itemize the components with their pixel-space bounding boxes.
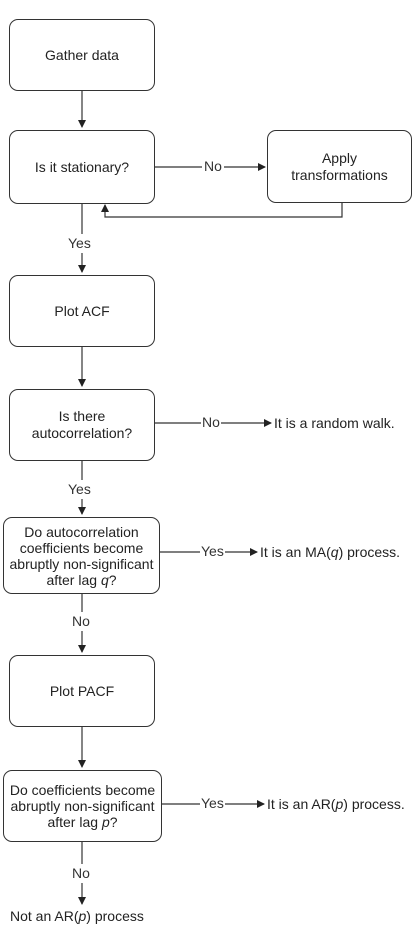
node-ma-check-line4-var: q [100, 571, 109, 588]
node-gather-data: Gather data [9, 19, 155, 91]
node-ma-check-line4-pre: after lag [46, 571, 101, 588]
outcome-ma-var: q [330, 544, 339, 560]
node-apply-transformations-line1: Apply [321, 149, 357, 166]
outcome-ma-post: ) process. [338, 544, 401, 560]
outcome-random-walk: It is a random walk. [274, 415, 395, 432]
node-apply-transformations: Apply transformations [267, 130, 412, 203]
outcome-ar-pre: It is an AR( [267, 796, 336, 812]
node-ar-check-line3-pre: after lag [47, 814, 102, 830]
outcome-ar-process: It is an AR(p) process. [267, 796, 405, 813]
node-apply-transformations-line2: transformations [291, 166, 388, 183]
node-is-stationary-label: Is it stationary? [34, 158, 130, 175]
node-ar-check: Do coefficients become abruptly non-sign… [3, 770, 162, 842]
node-ar-check-line3-var: p [101, 814, 110, 830]
node-is-stationary: Is it stationary? [9, 130, 155, 204]
edge-label-stationary-yes: Yes [68, 234, 91, 253]
outcome-ma-process: It is an MA(q) process. [260, 544, 400, 561]
node-ma-check-line2: coefficients become [19, 539, 144, 556]
node-ma-check: Do autocorrelation coefficients become a… [3, 517, 160, 594]
edge-label-ar-yes: Yes [200, 795, 225, 812]
outcome-random-walk-text: It is a random walk. [274, 415, 395, 431]
arrow-transform-loop [101, 203, 343, 218]
node-ar-check-line2: abruptly non-significant [10, 798, 155, 814]
node-plot-pacf: Plot PACF [9, 655, 155, 727]
node-ar-check-line3-post: ? [109, 814, 118, 830]
node-plot-pacf-label: Plot PACF [49, 682, 115, 699]
edge-label-ma-no: No [72, 612, 90, 631]
edge-label-ar-no: No [72, 864, 90, 883]
node-plot-acf-label: Plot ACF [54, 302, 110, 319]
node-is-autocorrelation-line1: Is there [58, 408, 106, 424]
node-ar-check-line1: Do coefficients become [9, 782, 156, 798]
outcome-not-ar-pre: Not an AR( [10, 908, 79, 924]
outcome-ma-pre: It is an MA( [260, 544, 331, 560]
edge-label-autocorr-no: No [201, 414, 221, 431]
outcome-not-ar-var: p [78, 908, 87, 924]
edge-label-ma-yes: Yes [200, 543, 225, 560]
outcome-ar-var: p [335, 796, 344, 812]
node-ma-check-line4-post: ? [108, 571, 117, 588]
node-ma-check-line3: abruptly non-significant [9, 555, 154, 572]
node-plot-acf: Plot ACF [9, 275, 155, 347]
outcome-not-ar: Not an AR(p) process [10, 908, 144, 925]
node-is-autocorrelation-line2: autocorrelation? [31, 425, 133, 441]
node-gather-data-label: Gather data [45, 46, 119, 63]
edge-label-autocorr-yes: Yes [68, 480, 91, 499]
edge-label-stationary-no: No [202, 158, 224, 175]
outcome-not-ar-post: ) process [86, 908, 144, 924]
node-ma-check-line1: Do autocorrelation [24, 523, 139, 540]
node-is-autocorrelation: Is there autocorrelation? [9, 389, 155, 461]
outcome-ar-post: ) process. [343, 796, 405, 812]
